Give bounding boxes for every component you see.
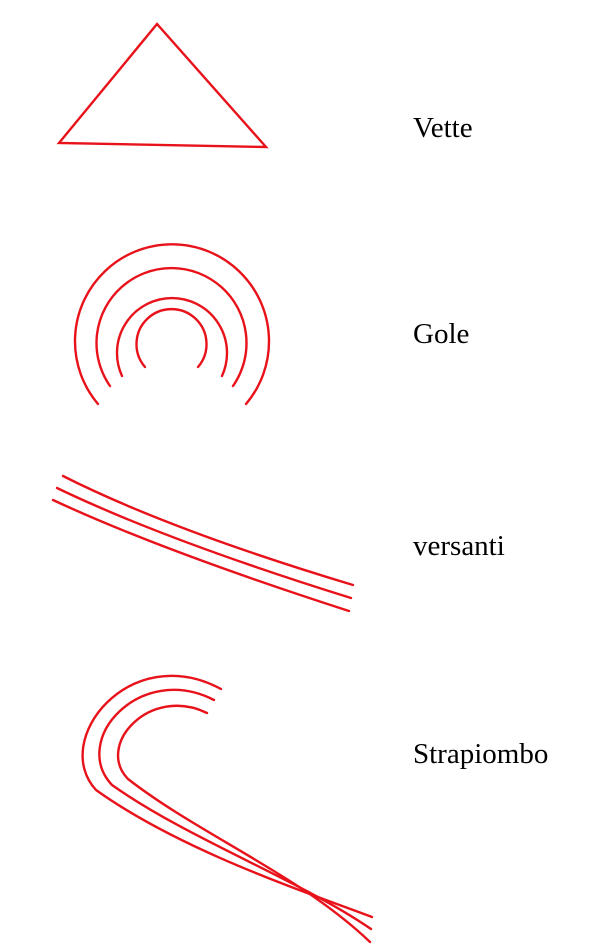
parallel-lines-slope-icon — [51, 474, 355, 613]
legend-label-vette: Vette — [413, 112, 473, 144]
legend-label-strapiombo: Strapiombo — [413, 738, 549, 770]
legend-label-gole: Gole — [413, 318, 470, 350]
legend-label-versanti: versanti — [413, 530, 505, 562]
triangle-peak-icon — [56, 22, 269, 149]
concentric-arcs-gorge-icon — [73, 243, 271, 406]
hooked-lines-overhang-icon — [81, 674, 374, 944]
